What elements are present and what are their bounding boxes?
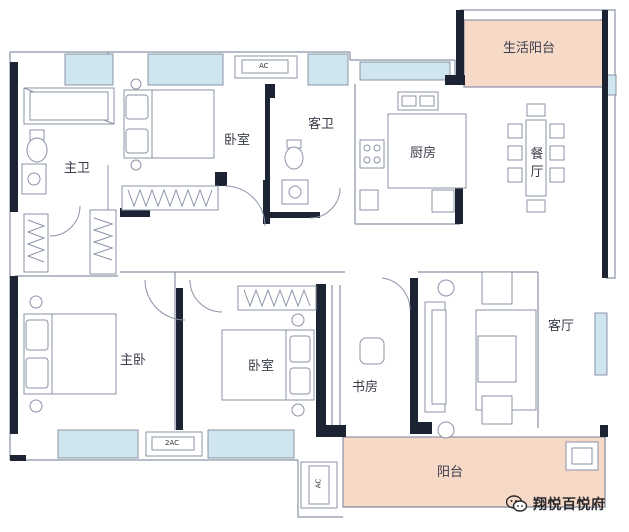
- windows: [57, 53, 617, 459]
- walls: [10, 10, 608, 461]
- balcony-area: [342, 436, 606, 508]
- wechat-icon: [506, 495, 528, 512]
- study-chair: [359, 337, 385, 365]
- living-furniture: [424, 271, 599, 471]
- sinks: [21, 163, 309, 205]
- kitchen-fixtures: [359, 91, 467, 213]
- ac-label-bottom-left: 2AC: [165, 439, 180, 447]
- beds: [23, 78, 315, 417]
- room-label-kitchen: 厨房: [410, 146, 437, 161]
- ac-units: [145, 55, 338, 509]
- watermark-text: 翔悦百悦府: [533, 497, 606, 513]
- room-label-balcony: 阳台: [437, 465, 464, 480]
- watermark: 翔悦百悦府: [506, 494, 606, 514]
- doors: [49, 165, 411, 321]
- room-label-bedroom-middle: 卧室: [248, 359, 275, 374]
- ac-label-top: AC: [259, 62, 269, 70]
- room-label-living-balcony: 生活阳台: [503, 41, 556, 56]
- room-label-study: 书房: [352, 380, 379, 395]
- room-label-living-room: 客厅: [548, 319, 575, 334]
- ac-label-bottom-right: AC: [314, 478, 323, 489]
- dining-table: [507, 103, 565, 213]
- room-label-dining: 餐厅: [530, 147, 544, 180]
- outline-lines: [9, 9, 616, 518]
- living-balcony-area: [463, 19, 607, 88]
- room-label-master-bath: 主卫: [64, 161, 91, 176]
- toilets: [26, 129, 304, 170]
- shower: [23, 87, 115, 125]
- room-label-bedroom-top: 卧室: [224, 133, 251, 148]
- room-label-guest-bath: 客卫: [308, 117, 335, 132]
- room-label-master-bedroom: 主卧: [120, 353, 147, 368]
- wardrobes: [23, 185, 317, 311]
